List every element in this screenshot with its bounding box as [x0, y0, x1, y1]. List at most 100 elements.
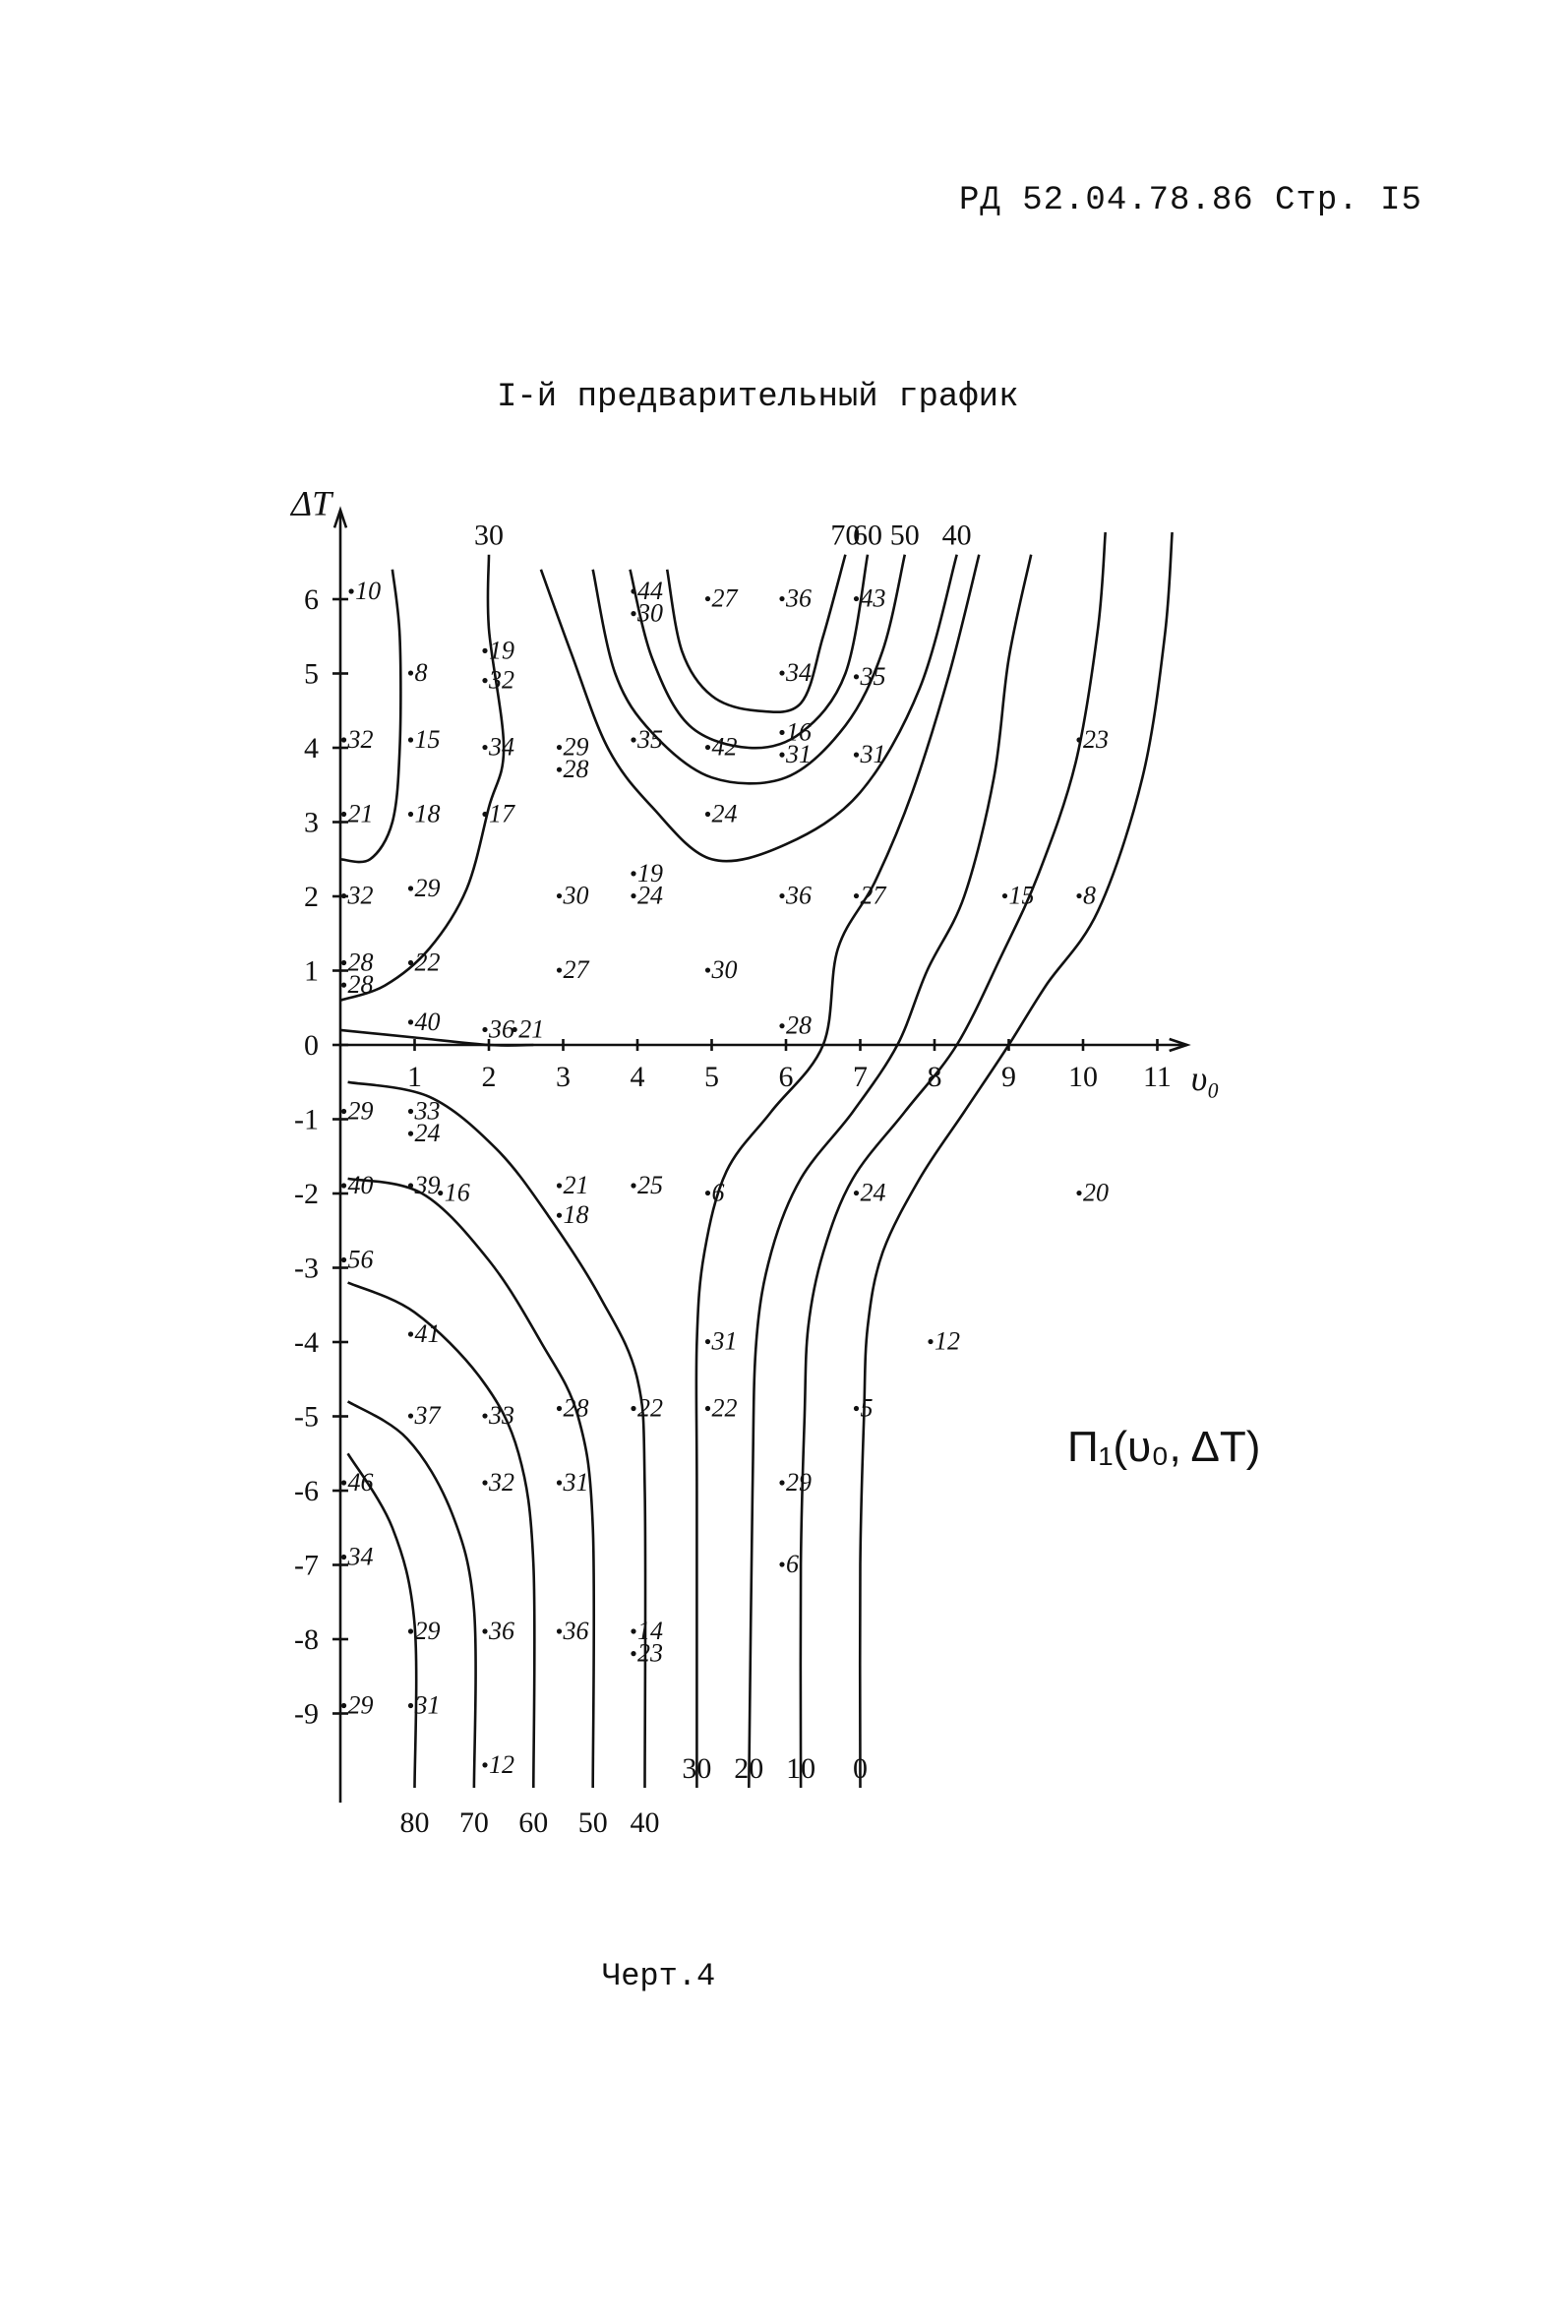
sample-point-value: 33 [488, 1401, 514, 1430]
sample-point-dot [340, 737, 347, 743]
x-tick-label: 11 [1143, 1061, 1172, 1093]
contour-line-30 [339, 554, 506, 1002]
sample-point-dot [779, 595, 785, 602]
sample-point-dot [482, 1628, 488, 1634]
sample-point-value: 32 [347, 882, 374, 910]
sample-point-dot [407, 1108, 414, 1115]
sample-point-dot [631, 588, 636, 594]
contour-level-label: 70 [459, 1806, 489, 1839]
sample-point-dot [779, 1561, 785, 1567]
contour-level-label: 60 [853, 520, 882, 552]
y-tick-label: -7 [294, 1550, 319, 1582]
sample-point-value: 27 [712, 584, 739, 613]
sample-point-value: 29 [348, 1691, 374, 1720]
sample-point-value: 31 [785, 740, 812, 768]
sample-point-dot [482, 678, 488, 684]
contour-level-label: 30 [474, 520, 504, 552]
sample-point-value: 31 [711, 1327, 738, 1356]
sample-point-dot [482, 647, 488, 654]
x-tick-label: 9 [1001, 1061, 1016, 1093]
sample-point-value: 39 [414, 1171, 441, 1199]
sample-point-value: 25 [637, 1171, 663, 1199]
sample-point-dot [779, 752, 785, 758]
sample-point-dot [340, 1256, 347, 1263]
sample-point-value: 34 [347, 1543, 374, 1571]
sample-point-value: 21 [348, 800, 374, 828]
contour-line-60 [347, 1281, 536, 1789]
sample-point-dot [1076, 737, 1082, 743]
sample-point-dot [853, 1190, 860, 1196]
sample-point-dot [407, 1183, 414, 1189]
sample-point-dot [407, 1702, 414, 1709]
sample-point-value: 32 [488, 1468, 514, 1497]
sample-point-dot [482, 1413, 488, 1419]
sample-point-value: 24 [861, 1179, 886, 1207]
function-label: П₁(υ₀, ΔT) [1067, 1423, 1260, 1471]
sample-point-value: 12 [935, 1327, 960, 1356]
sample-point-dot [438, 1190, 444, 1196]
sample-point-value: 31 [414, 1691, 441, 1720]
sample-point-dot [482, 1762, 488, 1768]
sample-point-value: 27 [861, 882, 887, 910]
sample-point-dot [853, 892, 860, 899]
y-tick-label: -9 [294, 1698, 319, 1731]
contour-line-0 [858, 531, 1174, 1789]
sample-point-value: 23 [1083, 725, 1109, 754]
sample-point-value: 41 [415, 1319, 441, 1348]
sample-point-value: 56 [348, 1246, 374, 1274]
sample-point-dot [631, 892, 636, 899]
sample-point-value: 14 [637, 1617, 663, 1645]
sample-point-value: 30 [563, 882, 589, 910]
sample-point-value: 46 [348, 1468, 374, 1497]
contour-level-label: 20 [734, 1752, 763, 1785]
y-tick-label: -6 [294, 1475, 319, 1507]
contour-line-80 [346, 1452, 418, 1789]
sample-point-value: 43 [861, 584, 886, 613]
sample-point-dot [704, 811, 711, 818]
sample-point-value: 12 [489, 1750, 514, 1779]
y-tick-label: 1 [304, 955, 319, 988]
y-tick-label: -3 [294, 1253, 319, 1285]
x-tick-label: 1 [407, 1061, 422, 1093]
sample-point-value: 16 [445, 1179, 470, 1207]
sample-point-value: 40 [348, 1171, 374, 1199]
sample-point-value: 37 [414, 1401, 442, 1430]
sample-point-value: 22 [637, 1394, 663, 1423]
sample-point-dot [631, 1405, 636, 1412]
sample-point-dot [779, 1480, 785, 1486]
sample-point-dot [407, 811, 414, 818]
sample-point-dot [631, 871, 636, 877]
sample-point-value: 31 [563, 1468, 589, 1497]
sample-point-dot [512, 1026, 517, 1033]
contour-level-label: 80 [400, 1806, 430, 1839]
y-tick-label: -1 [294, 1104, 319, 1136]
sample-point-dot [704, 1338, 711, 1345]
sample-point-value: 42 [712, 733, 738, 762]
figure-caption: Черт.4 [602, 1958, 716, 1994]
sample-point-dot [631, 1183, 636, 1189]
contour-line-20 [748, 554, 1033, 1789]
sample-point-dot [407, 1019, 414, 1025]
sample-point-value: 28 [564, 1394, 589, 1423]
sample-point-value: 28 [348, 948, 374, 977]
y-tick-label: -4 [294, 1326, 319, 1359]
sample-point-value: 33 [414, 1097, 441, 1126]
contour-level-label: 10 [786, 1752, 815, 1785]
sample-point-dot [556, 1183, 563, 1189]
sample-point-dot [340, 892, 347, 899]
sample-point-value: 36 [563, 1617, 589, 1645]
sample-point-value: 6 [712, 1179, 725, 1207]
sample-point-dot [1001, 892, 1008, 899]
sample-point-dot [853, 752, 860, 758]
x-tick-label: 10 [1068, 1061, 1098, 1093]
sample-point-dot [631, 737, 636, 743]
sample-point-dot [407, 959, 414, 966]
sample-point-dot [407, 1331, 414, 1337]
sample-point-value: 24 [415, 1119, 441, 1147]
sample-point-dot [1076, 1190, 1082, 1196]
x-axis-title: υ₀ [1191, 1059, 1220, 1098]
sample-point-dot [407, 1413, 414, 1419]
sample-point-value: 35 [860, 662, 886, 691]
